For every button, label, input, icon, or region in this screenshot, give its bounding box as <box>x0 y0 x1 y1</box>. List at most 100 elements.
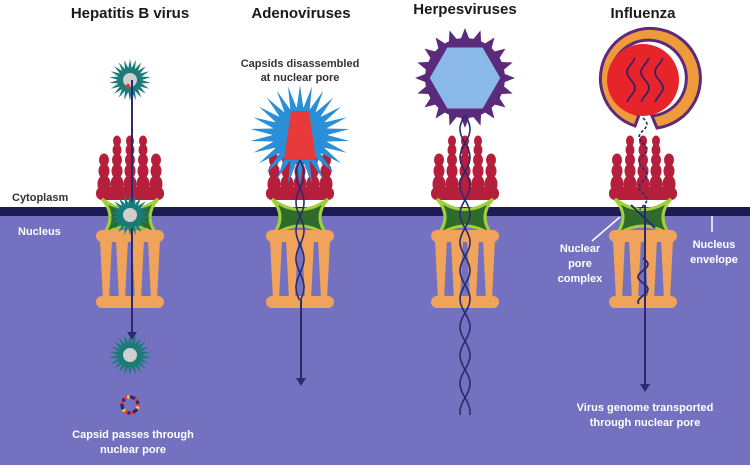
cytoplasmic-filament-bead <box>98 163 110 179</box>
cytoplasmic-filament-bead <box>112 144 122 156</box>
cytoplasmic-filament-bead <box>99 153 109 167</box>
genome-bead <box>135 400 140 405</box>
cytoplasmic-filament-bead <box>447 153 457 167</box>
nuclear-basket-strand <box>148 240 160 300</box>
pore-complex-pointer <box>591 216 621 242</box>
cytoplasmic-filament-bead <box>612 153 622 167</box>
nuclear-ring <box>431 230 499 242</box>
arrow-head <box>296 378 306 386</box>
cytoplasmic-filament-bead <box>460 153 470 167</box>
genome-bead <box>129 411 134 415</box>
arrow-head <box>127 332 137 340</box>
cytoplasmic-filament-bead <box>611 163 623 179</box>
nuclear-ring <box>609 230 677 242</box>
pore-complex-label-line2: pore <box>568 258 592 270</box>
cytoplasmic-filament-bead <box>639 135 647 147</box>
cytoplasmic-filament-bead <box>472 163 484 179</box>
nuclear-basket-ring <box>96 296 164 308</box>
nuclear-basket-strand <box>467 240 479 300</box>
cytoplasmic-filament-bead <box>473 153 483 167</box>
nuclear-basket-strand <box>318 240 330 300</box>
cytoplasmic-filament-bead <box>150 163 162 179</box>
cytoplasmic-ring <box>266 187 334 200</box>
cytoplasm-label: Cytoplasm <box>12 192 68 204</box>
nuclear-basket-strand <box>116 240 128 300</box>
cytoplasmic-filament-bead <box>448 135 456 147</box>
cytoplasmic-filament-bead <box>638 153 648 167</box>
cytoplasmic-filament-bead <box>651 144 661 156</box>
influenza-genome-in-nucleus <box>637 257 649 305</box>
title-herpesviruses: Herpesviruses <box>413 1 516 18</box>
nuclear-basket-strand <box>435 240 447 300</box>
influenza-transport-arrow <box>640 205 650 392</box>
cytoplasmic-filament-bead <box>626 135 634 147</box>
cytoplasmic-filament-bead <box>663 163 675 179</box>
viruses <box>109 26 702 416</box>
genome-strand <box>459 114 471 416</box>
genome-bead <box>120 403 124 407</box>
genome-strand <box>295 159 305 301</box>
cytoplasmic-filament-bead <box>113 135 121 147</box>
nuclear-basket-strand <box>302 240 314 300</box>
nuclear-basket-strand <box>613 240 625 300</box>
genome-bead <box>120 405 125 410</box>
genome-strand <box>295 159 305 301</box>
cytoplasmic-filament-bead <box>650 163 662 179</box>
hbv-virion-in-pore <box>109 194 151 236</box>
arrow-head <box>640 384 650 392</box>
herpes-genome <box>459 114 471 416</box>
nuclear-basket-ring <box>431 296 499 308</box>
cytoplasmic-filament-bead <box>446 163 458 179</box>
adeno-core <box>284 111 316 160</box>
cytoplasmic-filament-bead <box>486 153 496 167</box>
cytoplasmic-filament-bead <box>139 135 147 147</box>
nuclear-basket-strand <box>661 240 673 300</box>
genome-bead <box>136 403 140 407</box>
cytoplasmic-filament-bead <box>664 153 674 167</box>
nuclear-ring <box>266 230 334 242</box>
cytoplasmic-filament-bead <box>433 163 445 179</box>
cytoplasmic-filament-bead <box>651 153 661 167</box>
cytoplasmic-filament-bead <box>624 163 636 179</box>
genome-strand <box>459 114 471 416</box>
influenza-rna-segment <box>640 57 650 103</box>
adeno-transport-arrow <box>296 300 306 386</box>
cytoplasmic-filament-bead <box>652 135 660 147</box>
cytoplasmic-filament-bead <box>625 144 635 156</box>
envelope-label-line2: envelope <box>690 254 738 266</box>
influenza-rna-segment <box>626 57 636 103</box>
hbv-released-genome <box>120 395 140 415</box>
hbv-caption-line1: Capsid passes through <box>72 429 194 441</box>
nuclear-basket-strand <box>270 240 282 300</box>
cytoplasmic-ring <box>431 187 499 200</box>
adeno-genome <box>295 159 305 301</box>
pore-complex-label-line1: Nuclear <box>560 243 601 255</box>
hbv-core <box>123 348 137 362</box>
nucleus-label: Nucleus <box>18 226 61 238</box>
title-adenoviruses: Adenoviruses <box>251 5 350 22</box>
pore-complex-label-line3: complex <box>558 273 604 285</box>
herpes-capsid <box>426 44 504 112</box>
envelope-label-line1: Nucleus <box>693 239 736 251</box>
nuclear-membrane <box>0 207 750 216</box>
title-influenza: Influenza <box>610 5 676 22</box>
title-hepatitis-b: Hepatitis B virus <box>71 5 189 22</box>
cytoplasmic-filament-bead <box>637 163 649 179</box>
influenza-caption-line2: through nuclear pore <box>590 417 701 429</box>
influenza-core <box>607 44 679 116</box>
cytoplasmic-filament-bead <box>111 163 123 179</box>
nuclear-basket-strand <box>286 240 298 300</box>
cytoplasmic-filament-bead <box>447 144 457 156</box>
adeno-caption-line1: Capsids disassembled <box>241 58 360 70</box>
nuclear-basket-strand <box>629 240 641 300</box>
cytoplasmic-filament-bead <box>434 153 444 167</box>
nuclear-basket-strand <box>100 240 112 300</box>
cytoplasmic-filament-bead <box>137 163 149 179</box>
cytoplasmic-filament-bead <box>474 135 482 147</box>
hbv-virion-start <box>109 59 151 101</box>
cytoplasmic-ring <box>96 187 164 200</box>
cytoplasmic-filament-bead <box>151 153 161 167</box>
cytoplasmic-filament-bead <box>625 153 635 167</box>
